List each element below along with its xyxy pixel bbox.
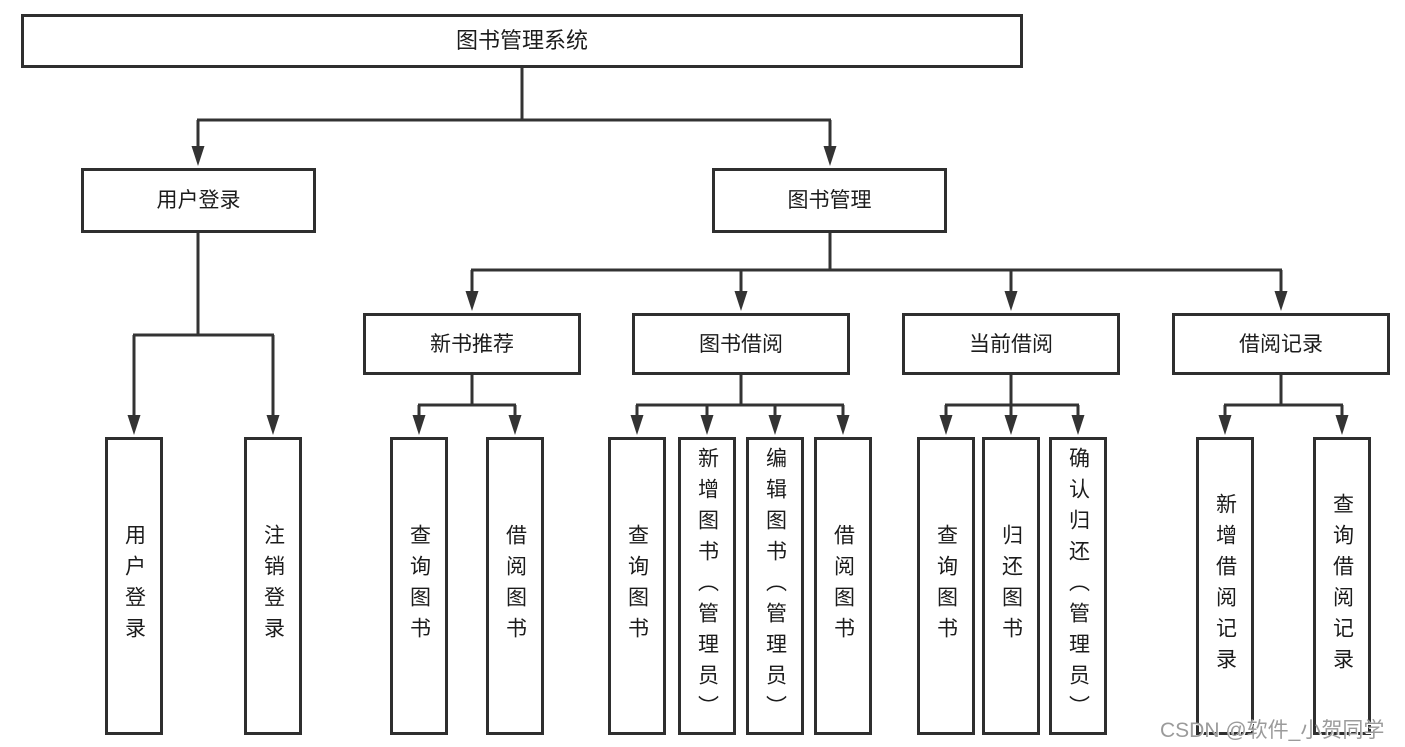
leaf-label: 查询图书	[407, 524, 431, 648]
node-library-management-system: 图书管理系统	[21, 14, 1023, 68]
leaf-label: 查询借阅记录	[1330, 493, 1354, 679]
leaf-borrowing-edit-books-admin: 编辑图书（管理员）	[746, 437, 804, 735]
leaf-borrowing-add-books-admin: 新增图书（管理员）	[678, 437, 736, 735]
node-book-management: 图书管理	[712, 168, 947, 233]
leaf-label: 注销登录	[261, 524, 285, 648]
node-book-borrowing: 图书借阅	[632, 313, 850, 375]
leaf-records-add-record: 新增借阅记录	[1196, 437, 1254, 735]
leaf-logout: 注销登录	[244, 437, 302, 735]
leaf-current-return-books: 归还图书	[982, 437, 1040, 735]
leaf-borrowing-borrow-books: 借阅图书	[814, 437, 872, 735]
node-new-book-recommend: 新书推荐	[363, 313, 581, 375]
node-current-borrowing: 当前借阅	[902, 313, 1120, 375]
leaf-newbook-borrow-books: 借阅图书	[486, 437, 544, 735]
leaf-label: 新增借阅记录	[1213, 493, 1237, 679]
leaf-label: 归还图书	[999, 524, 1023, 648]
leaf-borrowing-query-books: 查询图书	[608, 437, 666, 735]
arrowheads	[127, 146, 1349, 435]
leaf-label: 借阅图书	[503, 524, 527, 648]
leaf-current-confirm-return-admin: 确认归还（管理员）	[1049, 437, 1107, 735]
leaf-newbook-query-books: 查询图书	[390, 437, 448, 735]
leaf-user-login: 用户登录	[105, 437, 163, 735]
leaf-label: 借阅图书	[831, 524, 855, 648]
leaf-label: 查询图书	[934, 524, 958, 648]
leaf-label: 确认归还（管理员）	[1066, 446, 1090, 726]
leaf-label: 新增图书（管理员）	[695, 446, 719, 726]
leaf-records-query-record: 查询借阅记录	[1313, 437, 1371, 735]
leaf-label: 用户登录	[122, 524, 146, 648]
leaf-current-query-books: 查询图书	[917, 437, 975, 735]
leaf-label: 编辑图书（管理员）	[763, 446, 787, 726]
tree-edges	[132, 68, 1344, 418]
node-user-login: 用户登录	[81, 168, 316, 233]
leaf-label: 查询图书	[625, 524, 649, 648]
node-borrow-records: 借阅记录	[1172, 313, 1390, 375]
csdn-watermark: CSDN @软件_小贺同学	[1160, 719, 1385, 742]
